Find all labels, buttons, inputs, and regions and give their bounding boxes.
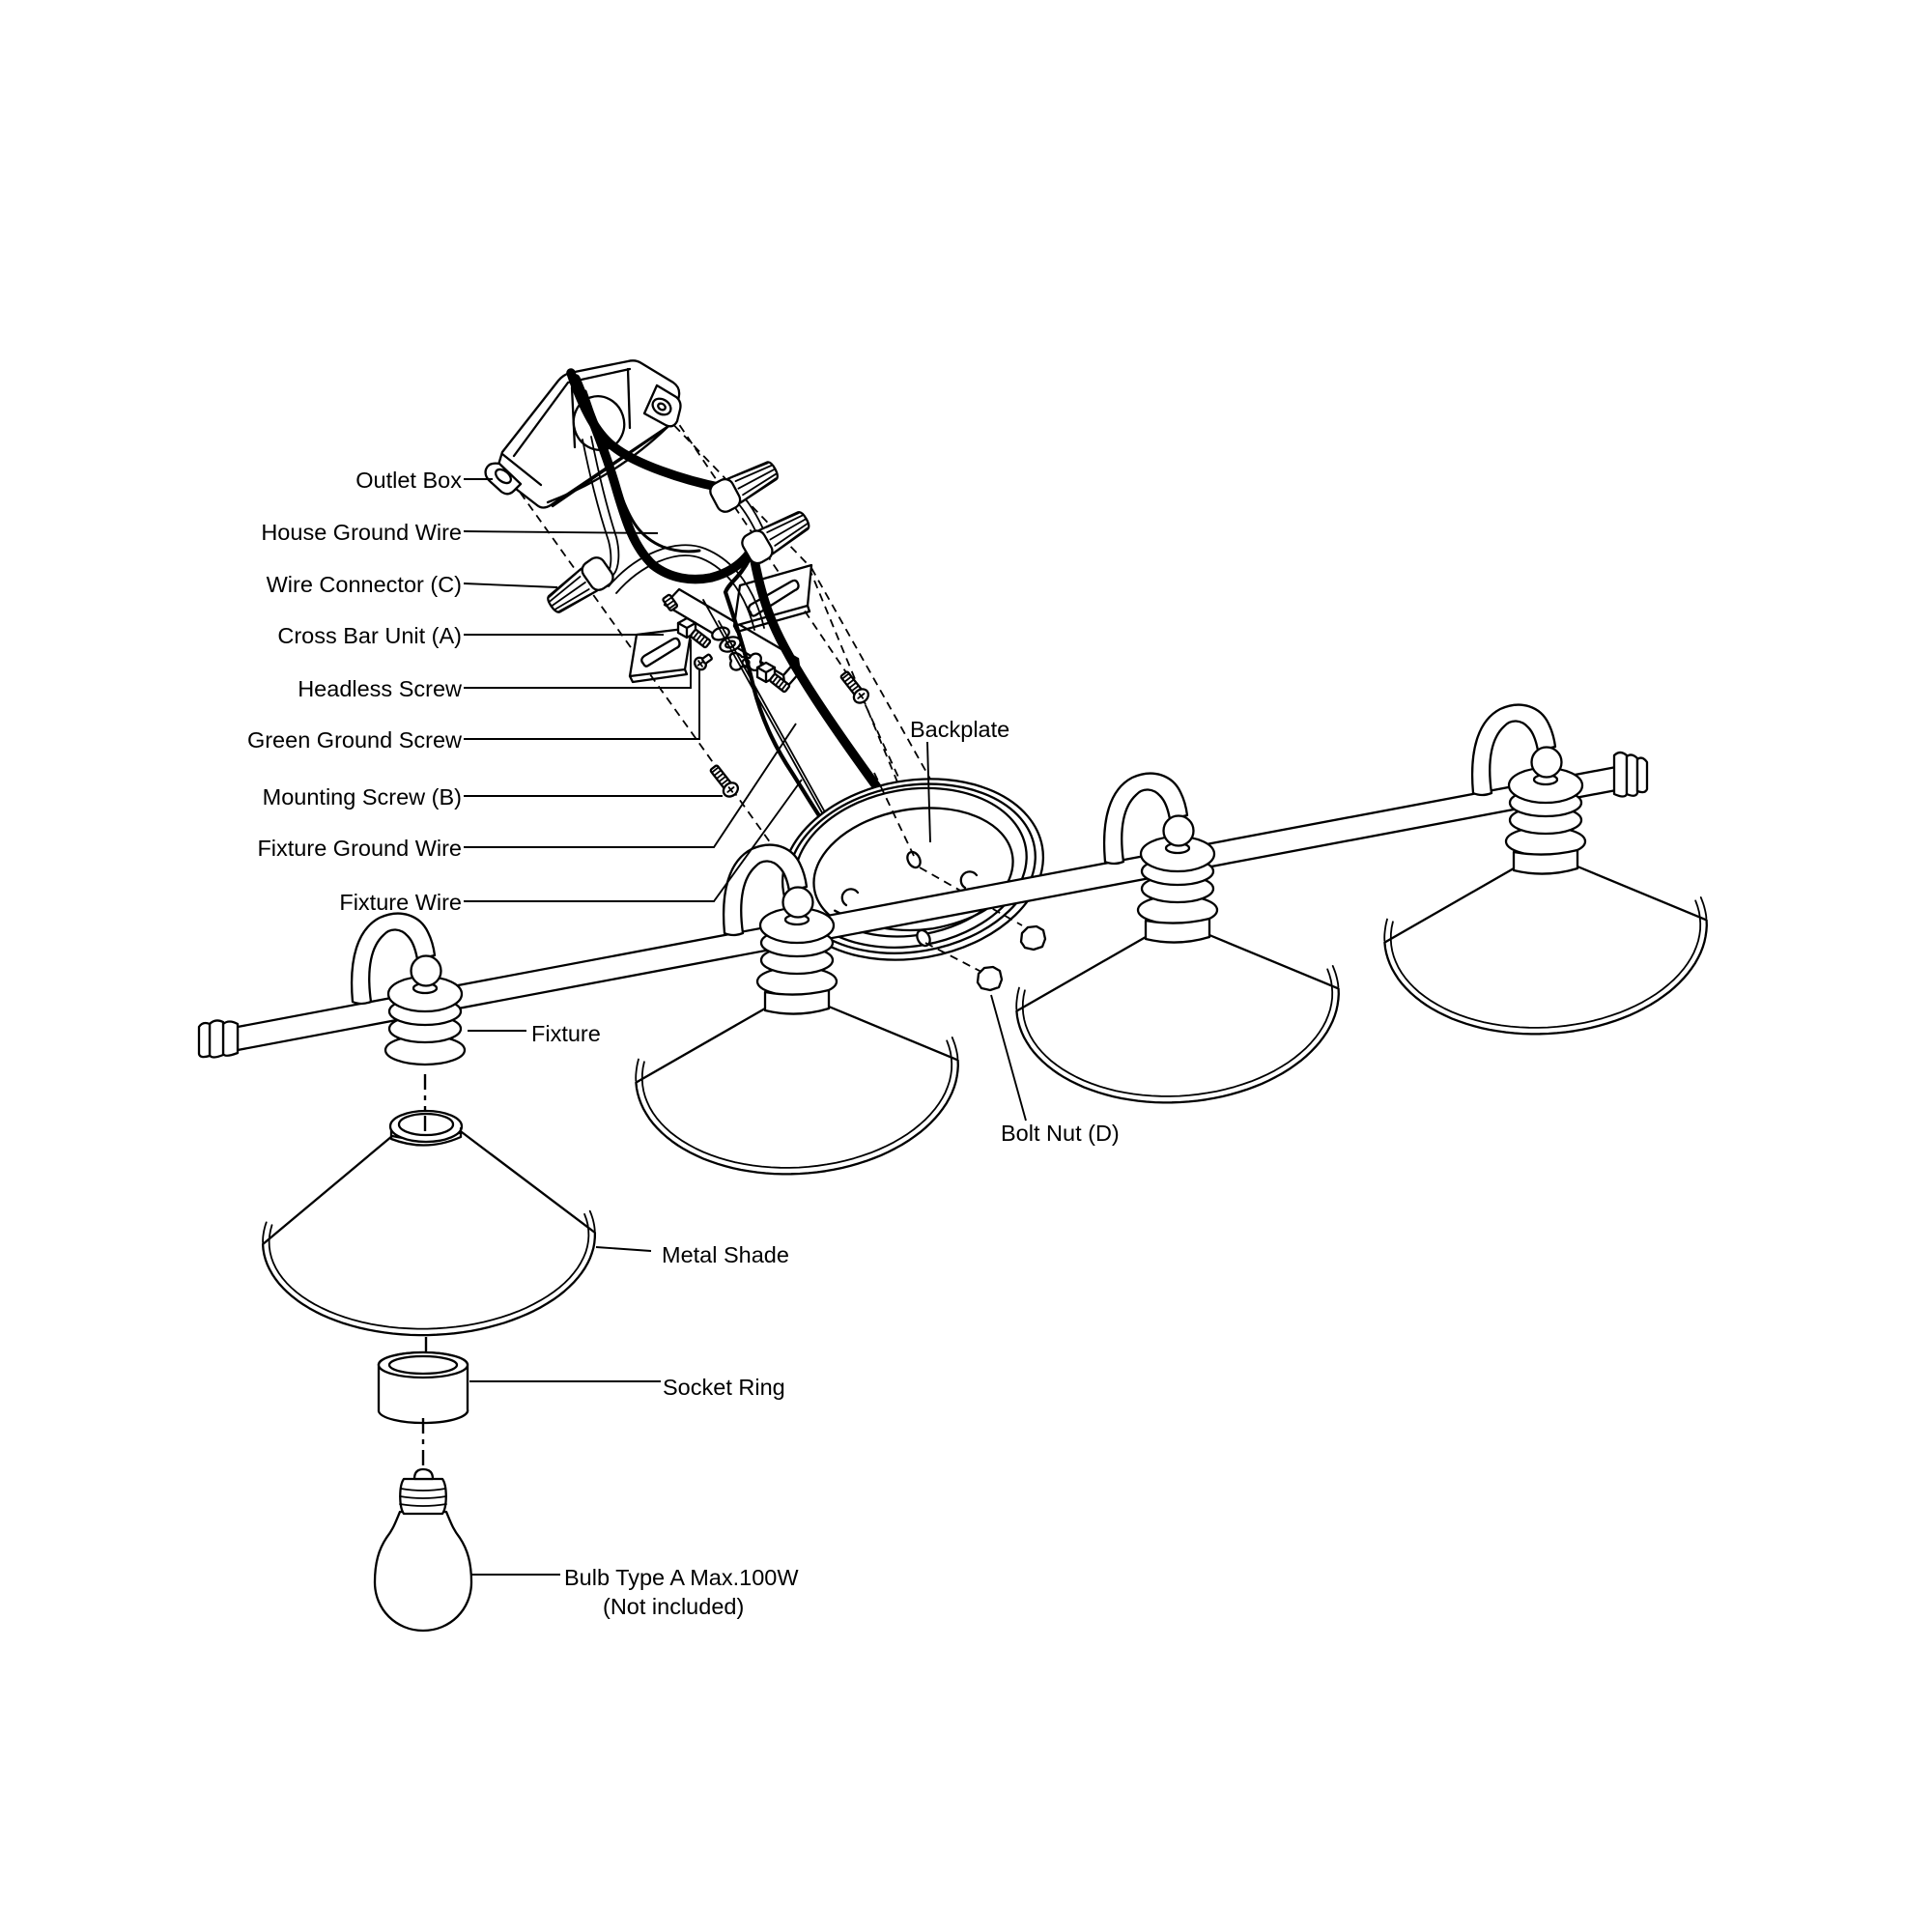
svg-text:Green Ground Screw: Green Ground Screw	[247, 727, 463, 753]
svg-text:Headless Screw: Headless Screw	[298, 676, 463, 701]
svg-text:Outlet Box: Outlet Box	[355, 468, 462, 493]
svg-text:Metal Shade: Metal Shade	[662, 1242, 789, 1267]
svg-text:Socket Ring: Socket Ring	[663, 1375, 785, 1400]
svg-text:Mounting Screw (B): Mounting Screw (B)	[263, 784, 462, 810]
svg-text:House Ground Wire: House Ground Wire	[261, 520, 462, 545]
svg-text:(Not included): (Not included)	[603, 1594, 744, 1619]
svg-text:Wire Connector (C): Wire Connector (C)	[267, 572, 462, 597]
svg-text:Bolt Nut (D): Bolt Nut (D)	[1001, 1121, 1120, 1146]
svg-text:Backplate: Backplate	[910, 717, 1009, 742]
svg-text:Fixture: Fixture	[531, 1021, 601, 1046]
svg-text:Fixture Wire: Fixture Wire	[339, 890, 462, 915]
svg-text:Fixture Ground Wire: Fixture Ground Wire	[257, 836, 462, 861]
svg-text:Bulb Type A Max.100W: Bulb Type A Max.100W	[564, 1565, 799, 1590]
svg-text:Cross Bar Unit (A): Cross Bar Unit (A)	[277, 623, 462, 648]
